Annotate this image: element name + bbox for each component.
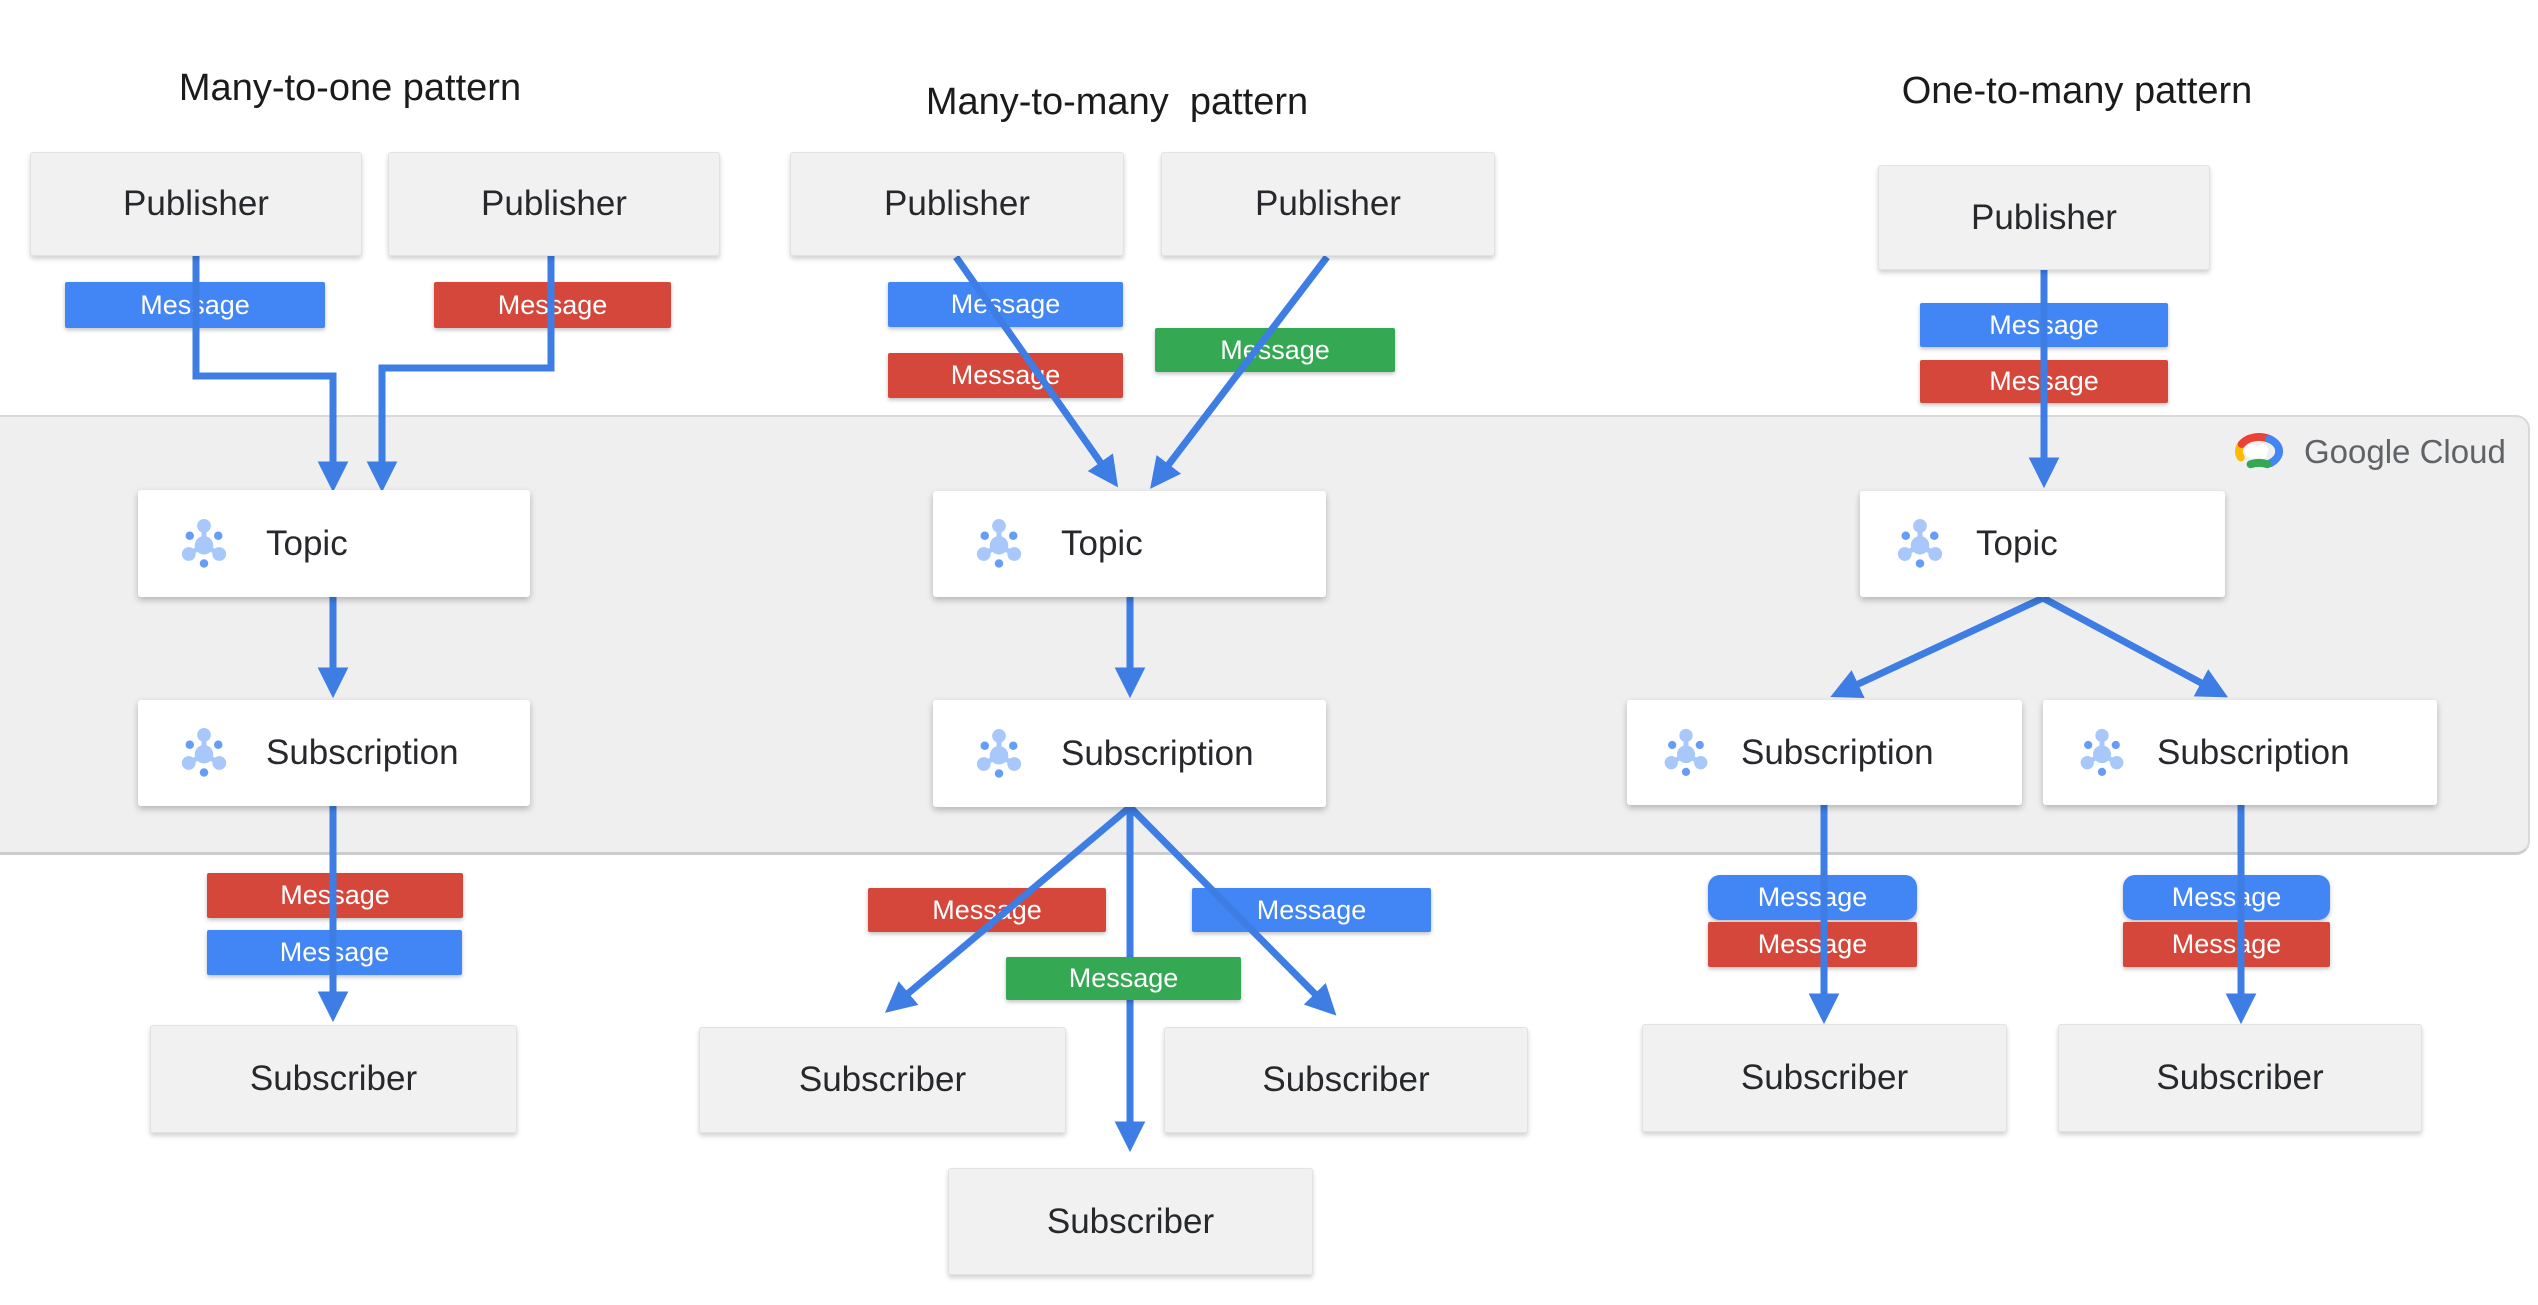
c2-message-blue-top: Message bbox=[888, 282, 1123, 327]
c3-subscription-right: Subscription bbox=[2043, 700, 2437, 805]
node-label: Subscription bbox=[1061, 733, 1254, 773]
node-label: Subscriber bbox=[1262, 1060, 1430, 1099]
c2-subscriber-center: Subscriber bbox=[948, 1168, 1313, 1275]
node-label: Subscriber bbox=[249, 1059, 418, 1098]
google-cloud-logo-icon bbox=[2234, 433, 2284, 469]
google-cloud-wordmark: Google Cloud bbox=[2304, 433, 2506, 470]
c2-subscriber-right: Subscriber bbox=[1164, 1027, 1528, 1133]
pattern-title-many-to-one: Many-to-one pattern bbox=[178, 67, 522, 109]
c2-publisher-1: Publisher bbox=[790, 152, 1124, 256]
c3-topic: Topic bbox=[1860, 491, 2225, 597]
node-label: Publisher bbox=[481, 184, 627, 223]
node-label: Subscriber bbox=[798, 1060, 967, 1099]
node-label: Publisher bbox=[123, 184, 269, 223]
c3-message-red-right: Message bbox=[2123, 922, 2330, 967]
c3-publisher: Publisher bbox=[1878, 165, 2210, 270]
c1-message-blue-bottom: Message bbox=[207, 930, 462, 975]
c3-message-red-left: Message bbox=[1708, 922, 1917, 967]
c3-subscriber-right: Subscriber bbox=[2058, 1024, 2422, 1132]
c1-message-red-top: Message bbox=[434, 282, 671, 328]
c2-topic: Topic bbox=[933, 491, 1326, 597]
c1-publisher-2: Publisher bbox=[388, 152, 720, 256]
node-label: Topic bbox=[1976, 524, 2058, 563]
pattern-title-one-to-many: One-to-many pattern bbox=[1901, 70, 2253, 112]
c2-subscription: Subscription bbox=[933, 700, 1326, 807]
c2-publisher-2: Publisher bbox=[1161, 152, 1495, 256]
c1-topic: Topic bbox=[138, 490, 530, 597]
c3-message-red-top: Message bbox=[1920, 360, 2168, 403]
pubsub-node-icon bbox=[969, 724, 1029, 784]
google-cloud-logo: Google Cloud bbox=[2226, 428, 2506, 476]
c2-message-green-bottom: Message bbox=[1006, 957, 1241, 1000]
c1-publisher-1: Publisher bbox=[30, 152, 362, 256]
node-label: Publisher bbox=[1971, 197, 2117, 237]
node-label: Subscription bbox=[1741, 732, 1934, 772]
c2-message-blue-bottom: Message bbox=[1192, 888, 1431, 932]
node-label: Subscriber bbox=[1046, 1201, 1215, 1241]
pubsub-node-icon bbox=[174, 723, 234, 783]
c2-subscriber-left: Subscriber bbox=[699, 1027, 1066, 1133]
c1-subscriber: Subscriber bbox=[150, 1025, 517, 1133]
node-label: Publisher bbox=[884, 184, 1030, 223]
node-label: Subscriber bbox=[2156, 1058, 2324, 1097]
c2-message-red-top: Message bbox=[888, 353, 1123, 398]
node-label: Topic bbox=[266, 523, 348, 563]
pubsub-node-icon bbox=[174, 514, 234, 574]
c2-message-red-bottom: Message bbox=[868, 888, 1106, 932]
c3-message-blue-left: Message bbox=[1708, 875, 1917, 920]
c2-message-green-top: Message bbox=[1155, 328, 1395, 372]
c1-subscription: Subscription bbox=[138, 700, 530, 806]
pubsub-node-icon bbox=[1890, 514, 1950, 574]
c3-subscriber-left: Subscriber bbox=[1642, 1024, 2007, 1132]
pubsub-node-icon bbox=[2073, 724, 2131, 782]
node-label: Subscriber bbox=[1740, 1058, 1909, 1097]
c1-message-red-bottom: Message bbox=[207, 873, 463, 918]
c3-message-blue-right: Message bbox=[2123, 875, 2330, 920]
node-label: Subscription bbox=[266, 733, 459, 772]
c3-subscription-left: Subscription bbox=[1627, 700, 2022, 805]
pubsub-node-icon bbox=[969, 514, 1029, 574]
node-label: Publisher bbox=[1255, 184, 1401, 223]
pubsub-node-icon bbox=[1657, 724, 1715, 782]
c3-message-blue-top: Message bbox=[1920, 303, 2168, 347]
pattern-title-many-to-many: Many-to-many pattern bbox=[925, 81, 1309, 123]
node-label: Topic bbox=[1061, 524, 1143, 563]
node-label: Subscription bbox=[2157, 732, 2350, 772]
c1-message-blue-top: Message bbox=[65, 282, 325, 328]
